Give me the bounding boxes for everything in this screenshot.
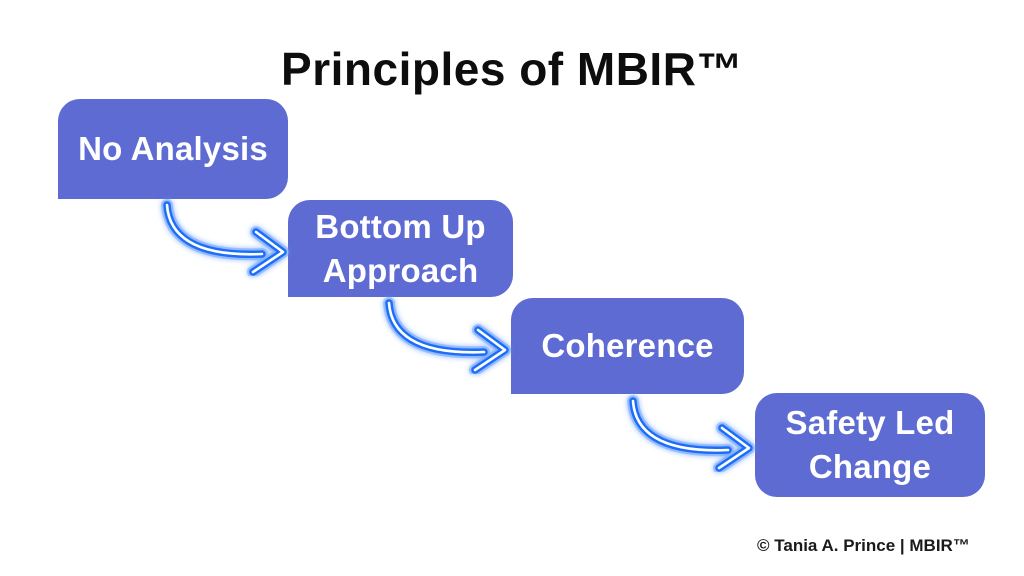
box-label: Safety Led Change <box>785 404 955 485</box>
diagram-box-safety-led-change: Safety Led Change <box>755 393 985 497</box>
box-label: Bottom Up Approach <box>315 207 486 289</box>
curved-arrow-icon <box>627 395 755 472</box>
diagram-box-no-analysis: No Analysis <box>58 99 288 199</box>
curved-arrow-icon <box>161 199 289 276</box>
diagram-box-bottom-up-approach: Bottom Up Approach <box>288 200 513 297</box>
box-label: Coherence <box>541 327 714 365</box>
curved-arrow-icon <box>383 297 511 374</box>
copyright-text: © Tania A. Prince | MBIR™ <box>757 536 970 555</box>
diagram-box-coherence: Coherence <box>511 298 744 394</box>
box-label: No Analysis <box>78 130 268 168</box>
page-title: Principles of MBIR™ <box>281 43 743 95</box>
